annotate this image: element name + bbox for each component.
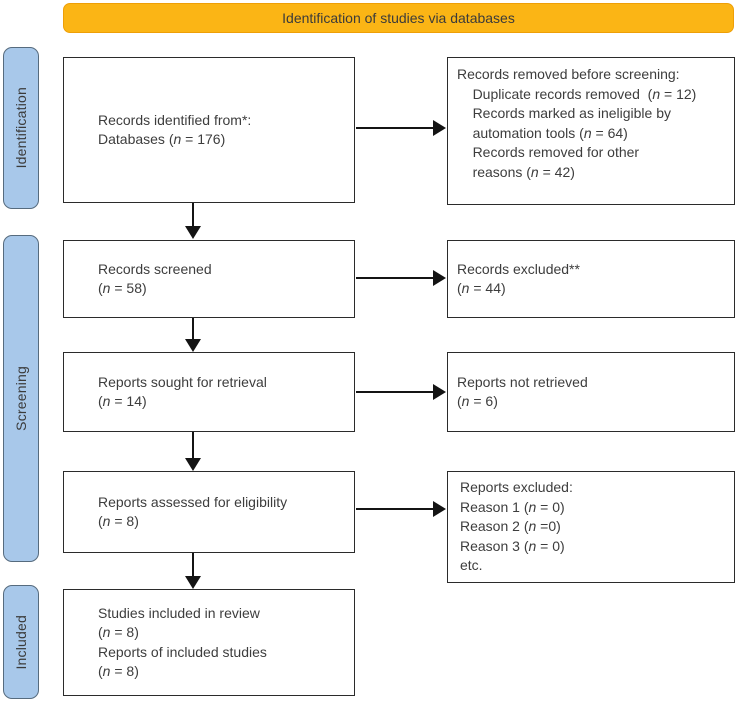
text-line: (n = 44) xyxy=(457,280,506,296)
sidebar-label-included-text: Included xyxy=(13,614,29,670)
arrow-shaft xyxy=(192,553,194,577)
text-line: Databases (n = 176) xyxy=(98,131,226,147)
text-line: Records screened xyxy=(98,260,212,277)
arrow-shaft xyxy=(356,277,435,279)
box-reports-not-retrieved: Reports not retrieved (n = 6) xyxy=(447,352,735,432)
arrow-screened-to-sought xyxy=(185,318,201,352)
text-line: (n = 6) xyxy=(457,393,498,409)
box-records-excluded: Records excluded** (n = 44) xyxy=(447,240,735,318)
sidebar-label-screening: Screening xyxy=(3,235,39,562)
arrow-head xyxy=(185,226,201,239)
text-line: Reason 3 (n = 0) xyxy=(460,537,565,554)
text-line: Reports not retrieved xyxy=(457,373,588,390)
text-line: Reason 1 (n = 0) xyxy=(460,498,565,515)
box-reports-excluded-reasons: Reports excluded: Reason 1 (n = 0) Reason … xyxy=(447,471,735,583)
banner-label: Identification of studies via databases xyxy=(282,10,515,26)
arrow-head xyxy=(185,339,201,352)
text-line: Reports assessed for eligibility xyxy=(98,493,288,510)
box-records-removed-before-screening: Records removed before screening: Duplic… xyxy=(447,57,735,205)
arrow-shaft xyxy=(192,203,194,227)
sidebar-label-screening-text: Screening xyxy=(13,366,29,431)
arrow-head xyxy=(185,458,201,471)
text-line: Reason 2 (n =0) xyxy=(460,518,561,535)
sidebar-label-included: Included xyxy=(3,585,39,699)
arrow-shaft xyxy=(356,508,435,510)
text-line: Records identified from*: xyxy=(98,111,252,128)
arrow-shaft xyxy=(356,127,435,129)
text-line: (n = 58) xyxy=(98,280,147,296)
arrow-screened-to-excluded xyxy=(356,270,446,286)
text-line: Duplicate records removed (n = 12) xyxy=(457,85,697,102)
text-line: Reports of included studies xyxy=(98,643,267,660)
arrow-shaft xyxy=(192,318,194,340)
text-line: automation tools (n = 64) xyxy=(457,124,628,141)
box-reports-assessed: Reports assessed for eligibility (n = 8) xyxy=(63,471,355,553)
sidebar-label-identification-text: Identification xyxy=(13,87,29,169)
text-line: (n = 14) xyxy=(98,393,147,409)
text-line: Records removed before screening: xyxy=(457,66,680,82)
sidebar-label-identification: Identification xyxy=(3,47,39,209)
arrow-assessed-to-included xyxy=(185,553,201,589)
box-reports-sought: Reports sought for retrieval (n = 14) xyxy=(63,352,355,432)
arrow-sought-to-not-retrieved xyxy=(356,384,446,400)
banner-identification-via-databases: Identification of studies via databases xyxy=(63,3,734,33)
arrow-identified-to-removed xyxy=(356,120,446,136)
text-line: (n = 8) xyxy=(98,513,139,529)
text-line: Records excluded** xyxy=(457,260,580,277)
text-line: Studies included in review xyxy=(98,604,260,621)
arrow-identified-to-screened xyxy=(185,203,201,239)
arrow-shaft xyxy=(356,391,435,393)
arrow-shaft xyxy=(192,432,194,459)
box-records-identified: Records identified from*: Databases (n = … xyxy=(63,57,355,203)
box-studies-included: Studies included in review (n = 8) Reports… xyxy=(63,589,355,696)
text-line: etc. xyxy=(460,557,483,574)
arrow-assessed-to-excluded xyxy=(356,501,446,517)
text-line: reasons (n = 42) xyxy=(457,163,575,180)
text-line: Records removed for other xyxy=(457,144,640,160)
arrow-head xyxy=(433,501,446,517)
arrow-head xyxy=(433,384,446,400)
text-line: Records marked as ineligible by xyxy=(457,105,671,121)
text-line: Reports excluded: xyxy=(460,479,573,496)
arrow-head xyxy=(185,576,201,589)
box-records-screened: Records screened (n = 58) xyxy=(63,240,355,318)
text-line: (n = 8) xyxy=(98,624,139,640)
arrow-head xyxy=(433,270,446,286)
arrow-sought-to-assessed xyxy=(185,432,201,471)
text-line: Reports sought for retrieval xyxy=(98,373,267,390)
arrow-head xyxy=(433,120,446,136)
text-line: (n = 8) xyxy=(98,663,139,679)
